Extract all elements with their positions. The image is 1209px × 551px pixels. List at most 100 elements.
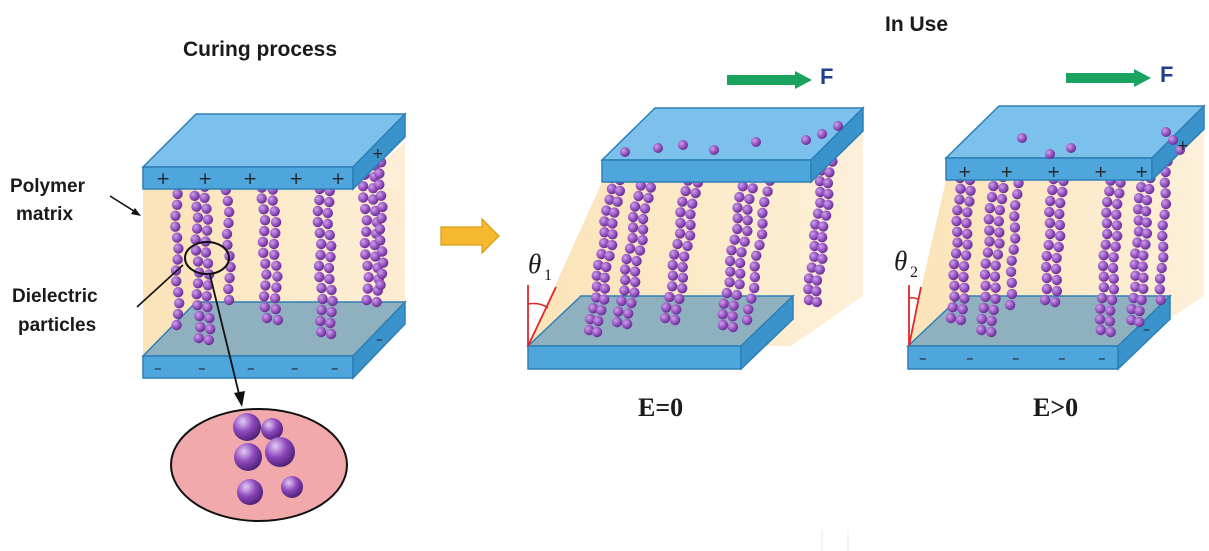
in-use-title: In Use — [885, 13, 948, 36]
plus-sign: + — [1094, 162, 1107, 181]
particle — [1098, 271, 1110, 282]
particle — [994, 227, 1005, 238]
particle — [757, 218, 768, 229]
particle — [599, 283, 611, 294]
minus-sign: – — [1012, 349, 1020, 367]
particle — [1126, 303, 1137, 315]
particle — [627, 211, 639, 223]
plus-sign: + — [1047, 162, 1060, 181]
particle — [314, 227, 325, 239]
particle — [202, 280, 214, 291]
particle — [314, 194, 325, 206]
particle — [717, 309, 728, 320]
particle — [601, 205, 612, 216]
minus-sign: – — [1098, 349, 1106, 367]
particle — [958, 271, 969, 283]
particle — [1043, 239, 1054, 251]
particle — [627, 232, 638, 244]
minus-sign: – — [291, 359, 299, 377]
particle — [361, 226, 372, 237]
polymer-matrix-pointer — [109, 195, 141, 216]
particle — [1012, 189, 1023, 200]
force-f-label: F — [1160, 62, 1173, 87]
particle — [986, 191, 998, 203]
particle — [192, 212, 204, 223]
particle — [327, 295, 338, 307]
particle — [170, 210, 181, 221]
particle — [224, 272, 235, 284]
particle — [947, 302, 958, 313]
particle — [629, 266, 641, 277]
particle — [583, 324, 595, 336]
particle — [811, 275, 823, 286]
particle — [267, 195, 278, 206]
particle — [951, 215, 962, 227]
particle — [258, 204, 269, 215]
particle — [222, 195, 233, 207]
particle — [360, 203, 371, 215]
particle — [809, 240, 820, 252]
particle — [1008, 244, 1019, 255]
particle — [979, 269, 991, 280]
particle — [361, 215, 372, 226]
particle — [256, 193, 267, 204]
particle — [1051, 252, 1062, 264]
particle — [1051, 274, 1063, 286]
minus-sign: – — [331, 359, 339, 377]
particle — [724, 277, 735, 288]
particle — [1054, 208, 1065, 220]
particle — [948, 269, 959, 281]
particle — [192, 256, 204, 267]
particle — [945, 312, 957, 324]
particle — [1100, 239, 1111, 250]
particle — [734, 191, 745, 203]
particle — [315, 326, 327, 338]
particle — [624, 243, 636, 254]
particle — [1006, 288, 1018, 300]
particle — [1096, 292, 1108, 304]
particle — [759, 196, 770, 208]
particle — [667, 270, 679, 281]
shear-force-arrow — [727, 71, 812, 89]
shear-angle-marker — [908, 285, 922, 347]
particle — [376, 268, 388, 279]
particle — [989, 271, 1001, 282]
particle — [822, 178, 834, 189]
particle — [747, 183, 758, 194]
particle — [1045, 149, 1055, 159]
particle — [1141, 217, 1152, 228]
particle — [980, 280, 991, 291]
particle — [204, 312, 215, 324]
particle — [202, 258, 214, 269]
particle — [598, 237, 610, 249]
particle — [677, 272, 689, 283]
particle — [1134, 316, 1145, 328]
particle — [1133, 215, 1144, 226]
particle — [272, 271, 283, 282]
particle — [637, 213, 649, 225]
particle — [223, 294, 235, 306]
particle — [961, 217, 972, 229]
particle — [1105, 305, 1116, 316]
particle — [1136, 294, 1147, 306]
particle — [645, 182, 656, 193]
particle — [272, 314, 284, 326]
particle — [1154, 273, 1166, 284]
particle — [316, 238, 327, 250]
particle — [728, 300, 739, 311]
particle — [732, 223, 743, 235]
particle — [316, 304, 327, 316]
particle — [1138, 250, 1149, 261]
particle — [374, 224, 386, 235]
particle — [721, 287, 732, 299]
plus-sign: + — [156, 169, 170, 189]
particle — [200, 247, 212, 258]
plus-sign: + — [372, 146, 384, 162]
particle — [195, 321, 206, 333]
particle — [756, 229, 768, 240]
particle — [751, 137, 761, 147]
particle — [314, 271, 325, 283]
particle — [718, 298, 729, 309]
particle — [1102, 228, 1113, 240]
particle — [612, 196, 623, 207]
